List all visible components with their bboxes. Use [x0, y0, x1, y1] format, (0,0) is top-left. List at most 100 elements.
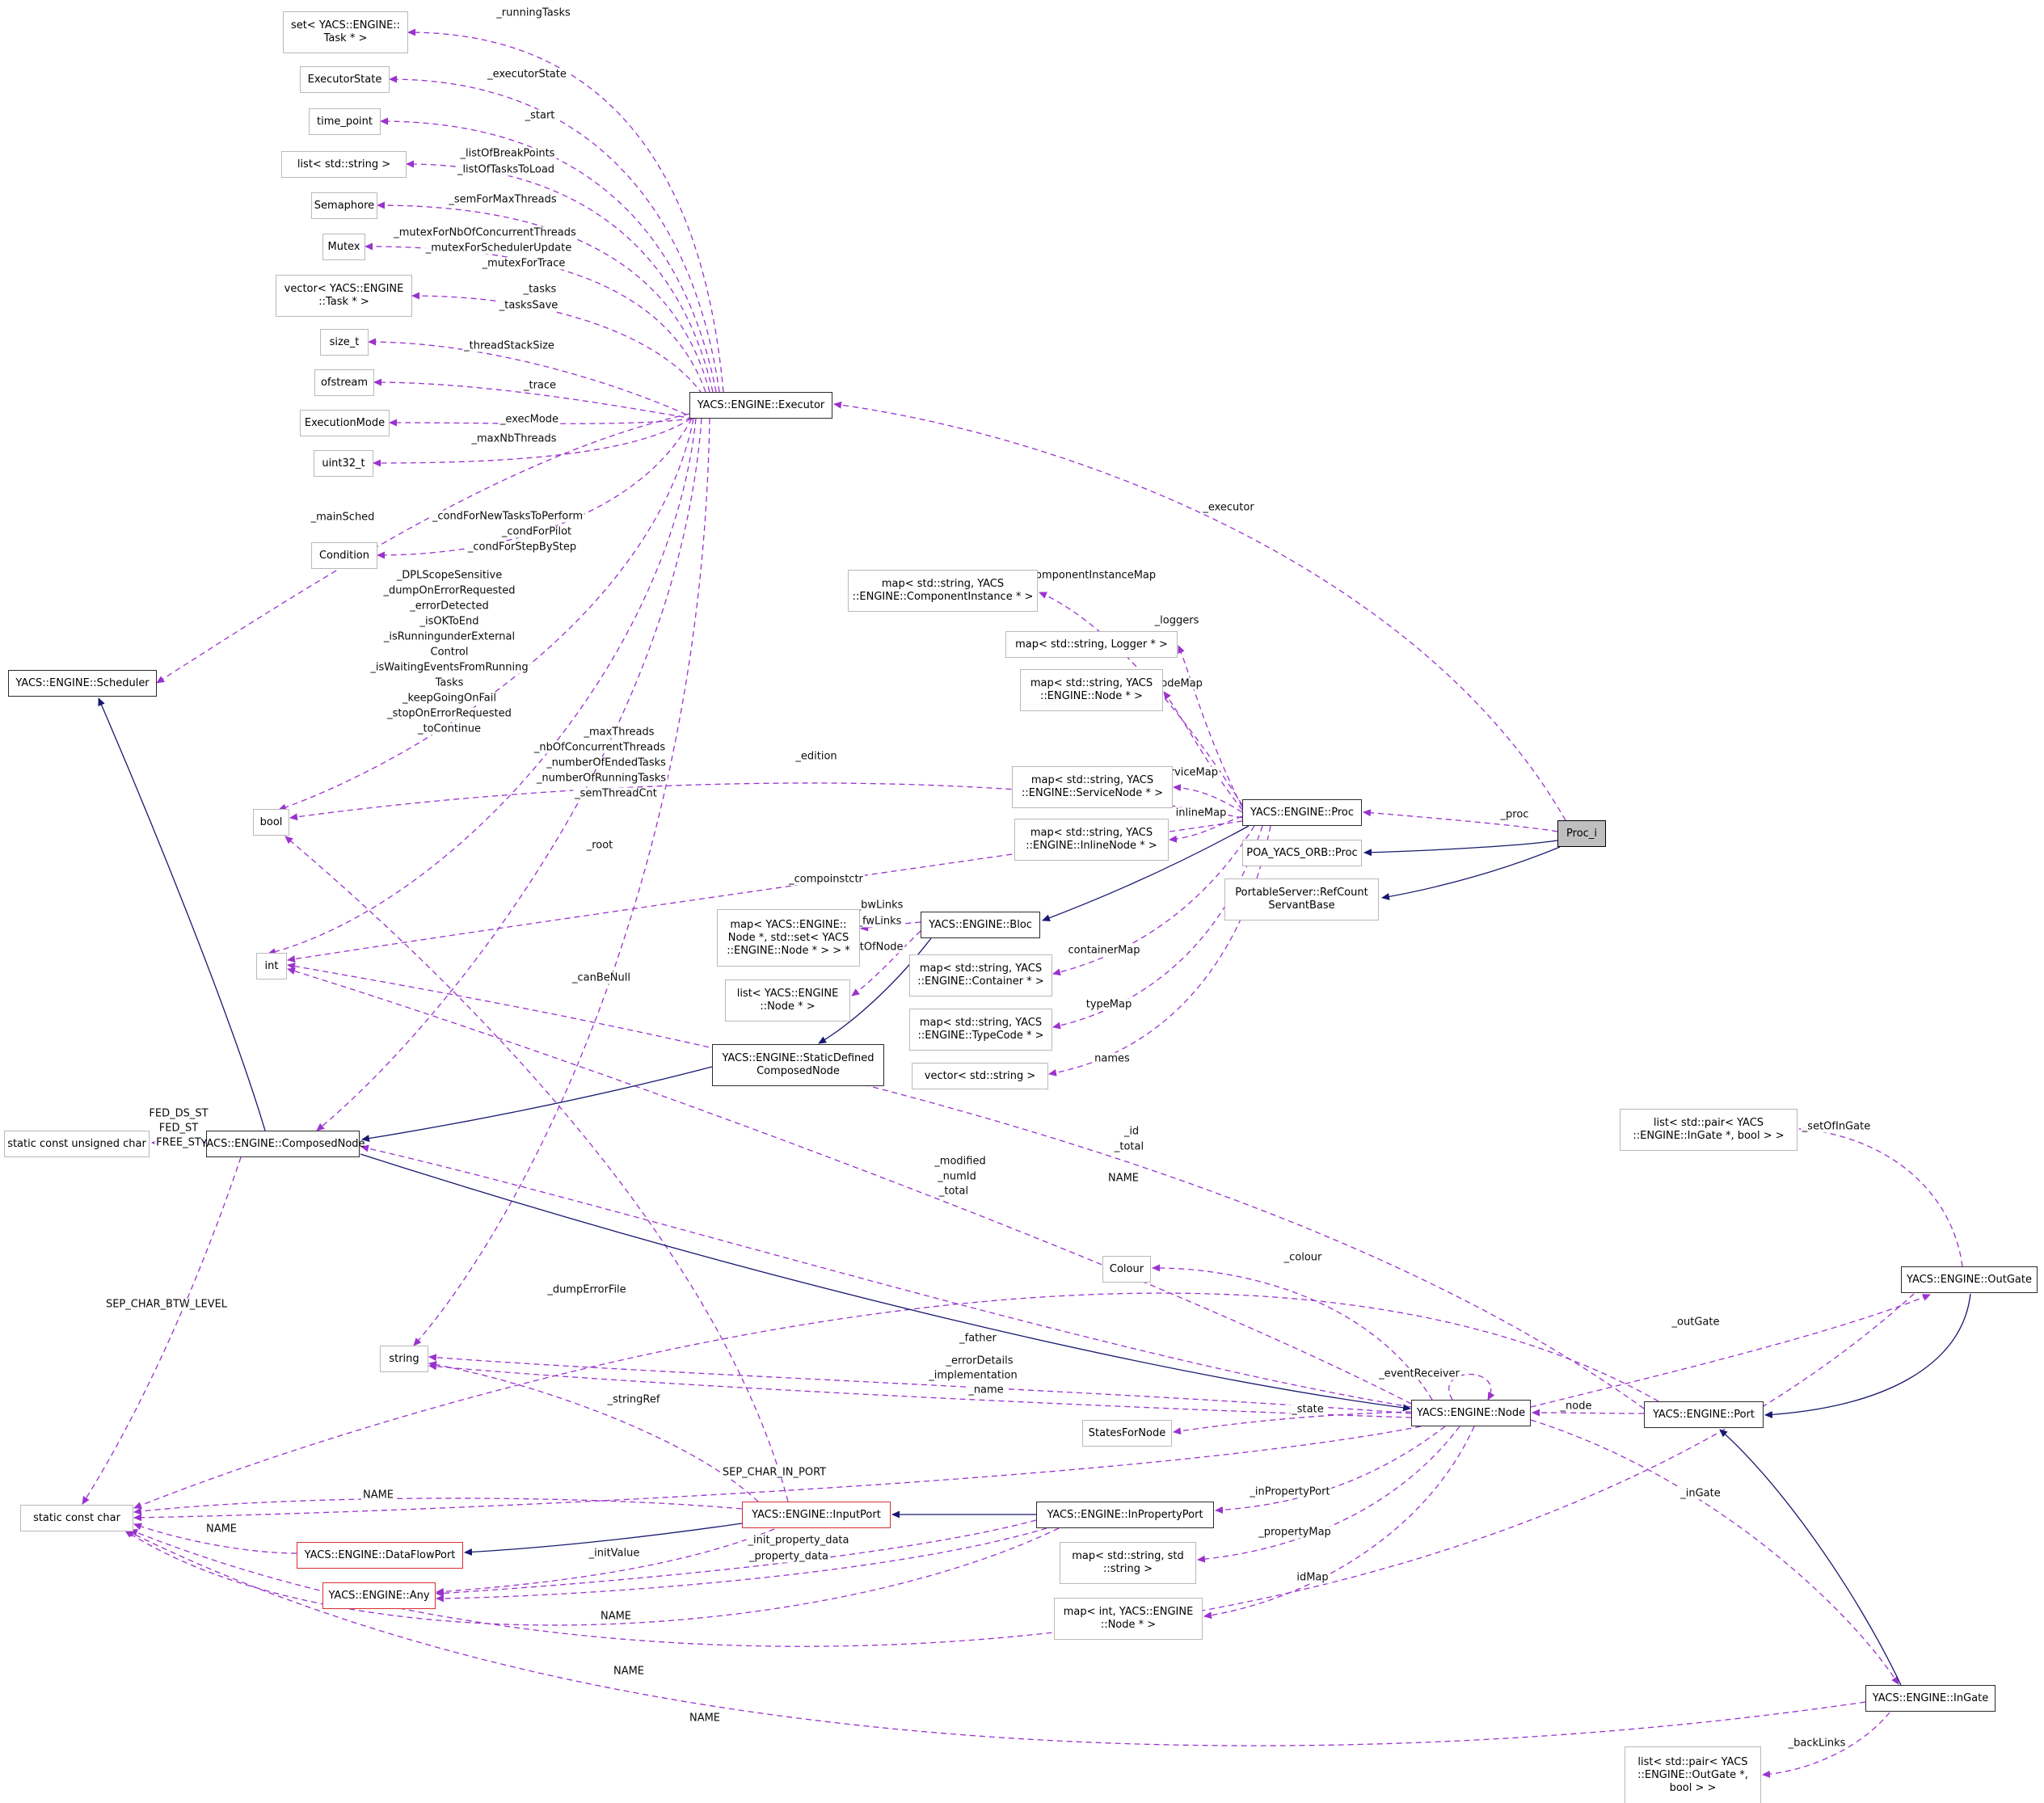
edge-d07-executor-to-vector_task	[411, 292, 703, 395]
class-box-static_def[interactable]: YACS::ENGINE::StaticDefined ComposedNode	[712, 1044, 884, 1086]
edge-label-d41-0: _inGate	[1679, 1487, 1722, 1500]
edge-label-d02-0: _executorState	[486, 68, 568, 81]
class-box-port[interactable]: YACS::ENGINE::Port	[1644, 1401, 1764, 1428]
edge-label-d13-4: _isRunningunderExternal	[381, 630, 517, 643]
edge-label-d29-0: _executor	[1201, 501, 1256, 514]
edge-s01-composed-to-scheduler	[98, 697, 266, 1131]
edge-label-d06-0: _mutexForNbOfConcurrentThreads	[392, 226, 578, 239]
class-box-scheduler[interactable]: YACS::ENGINE::Scheduler	[8, 670, 157, 697]
class-box-bool: bool	[253, 809, 289, 836]
edge-s09-inputport-to-dataflow	[464, 1523, 743, 1556]
edge-label-d45-0: _setOfInGate	[1800, 1120, 1873, 1133]
edge-d28-proc_i-to-proc	[1363, 809, 1558, 832]
edge-d18-proc-to-map_compinst	[1039, 592, 1243, 806]
edge-d54b-inprop-to-any	[436, 1527, 1047, 1603]
class-box-executor[interactable]: YACS::ENGINE::Executor	[689, 392, 832, 419]
class-box-node[interactable]: YACS::ENGINE::Node	[1411, 1400, 1531, 1426]
edge-label-d20-0: nodeMap	[1153, 677, 1204, 690]
edge-label-d13-1: _dumpOnErrorRequested	[381, 584, 517, 597]
edge-d41-node-to-ingate	[1530, 1419, 1899, 1685]
edge-d39-node-to-map_int_node	[1203, 1426, 1475, 1620]
class-box-map_container: map< std::string, YACS ::ENGINE::Contain…	[909, 954, 1052, 996]
edge-label-d24-0: typeMap	[1084, 998, 1134, 1011]
class-box-set_task: set< YACS::ENGINE:: Task * >	[283, 11, 408, 53]
edge-label-d37-0: _inPropertyPort	[1248, 1485, 1332, 1498]
edge-label-d36-0: _eventReceiver	[1377, 1367, 1461, 1380]
class-box-dataflow[interactable]: YACS::ENGINE::DataFlowPort	[297, 1542, 463, 1569]
class-box-exec_mode: ExecutionMode	[300, 410, 390, 436]
edge-label-d01-0: _runningTasks	[495, 6, 572, 19]
class-box-vector_task: vector< YACS::ENGINE ::Task * >	[276, 275, 412, 317]
edge-d32-node-to-composed	[360, 1144, 1412, 1408]
edge-label-d59-0: _modified	[933, 1155, 988, 1168]
edge-label-d53-0: NAME	[204, 1523, 239, 1535]
edge-label-d13-2: _errorDetected	[408, 600, 491, 613]
edge-s03-static_def-to-composed	[361, 1066, 713, 1143]
class-box-poa_proc: POA_YACS_ORB::Proc	[1242, 840, 1362, 866]
class-box-inputport[interactable]: YACS::ENGINE::InputPort	[742, 1502, 891, 1528]
edge-label-d07-1: _tasksSave	[497, 299, 560, 312]
class-box-ingate[interactable]: YACS::ENGINE::InGate	[1865, 1685, 1996, 1712]
edge-label-d15-4: _semThreadCnt	[573, 787, 659, 800]
edge-d55-inprop-to-scc	[124, 1527, 1060, 1626]
edge-label-d13-7: Tasks	[433, 676, 466, 689]
edge-label-d12-0: _condForNewTasksToPerform	[430, 510, 585, 523]
edge-label-d15-2: _numberOfEndedTasks	[545, 756, 668, 769]
edge-label-d30-1: _fwLinks	[855, 915, 904, 928]
edge-label-d12-2: _condForStepByStep	[466, 541, 579, 554]
edge-d38-node-to-map_ss	[1197, 1426, 1460, 1563]
edge-d58-composed-to-scc	[82, 1156, 242, 1505]
edge-d10-executor-to-exec_mode	[389, 418, 693, 427]
edge-label-d50-0: _stringRef	[605, 1393, 662, 1406]
edge-d24-proc-to-map_typecode	[1052, 825, 1263, 1030]
edge-label-d30-0: _bwLinks	[853, 899, 905, 912]
class-box-outgate[interactable]: YACS::ENGINE::OutGate	[1901, 1266, 2038, 1293]
edge-label-d33a-0: _errorDetails	[944, 1354, 1015, 1367]
edge-d17-executor-to-string	[413, 418, 710, 1346]
edge-label-d15-3: _numberOfRunningTasks	[534, 772, 668, 785]
edge-label-d43-1: _total	[1112, 1140, 1146, 1153]
class-box-bloc[interactable]: YACS::ENGINE::Bloc	[921, 912, 1040, 938]
edge-label-d15-1: _nbOfConcurrentThreads	[532, 741, 668, 754]
edge-label-d39-0: idMap	[1295, 1571, 1330, 1584]
class-box-states: StatesForNode	[1082, 1420, 1172, 1447]
edge-label-d28-0: _proc	[1498, 808, 1531, 821]
class-box-any[interactable]: YACS::ENGINE::Any	[322, 1582, 436, 1609]
edge-label-d04-1: _listOfTasksToLoad	[455, 163, 557, 176]
edge-d56-node-to-scc	[133, 1426, 1422, 1522]
edge-label-d26-0: _edition	[794, 750, 839, 763]
edge-label-d32-0: _father	[958, 1332, 998, 1345]
class-box-condition: Condition	[311, 542, 377, 569]
edge-d43-port-to-int	[287, 963, 1645, 1409]
class-box-size_t: size_t	[320, 329, 369, 356]
edge-label-d34-0: _colour	[1282, 1251, 1324, 1264]
class-box-proc[interactable]: YACS::ENGINE::Proc	[1242, 799, 1362, 826]
edge-label-d13-8: _keepGoingOnFail	[401, 692, 498, 705]
class-box-map_compinst: map< std::string, YACS ::ENGINE::Compone…	[848, 570, 1038, 612]
edge-label-d04-0: _listOfBreakPoints	[458, 147, 557, 160]
edge-s02-composed-to-node	[360, 1153, 1411, 1412]
class-box-vec_string: vector< std::string >	[912, 1063, 1048, 1089]
class-box-map_service: map< std::string, YACS ::ENGINE::Service…	[1012, 766, 1173, 808]
class-box-composed[interactable]: YACS::ENGINE::ComposedNode	[200, 1131, 365, 1157]
edge-d05-executor-to-semaphore	[377, 201, 710, 393]
class-box-inprop[interactable]: YACS::ENGINE::InPropertyPort	[1036, 1502, 1214, 1528]
edge-label-d13-6: _isWaitingEventsFromRunning	[369, 661, 530, 674]
class-box-map_typecode: map< std::string, YACS ::ENGINE::TypeCod…	[909, 1009, 1052, 1051]
edge-label-d03-0: _start	[523, 109, 557, 122]
class-box-scuc: static const unsigned char	[4, 1131, 150, 1157]
class-box-map_logger: map< std::string, Logger * >	[1005, 631, 1178, 658]
edge-d15-executor-to-int	[268, 418, 697, 956]
edge-label-d54a-1: _property_data	[748, 1550, 830, 1563]
class-box-colour: Colour	[1102, 1256, 1151, 1283]
edge-d03-executor-to-time_point	[380, 117, 717, 393]
edge-label-d35-0: _state	[1290, 1403, 1325, 1416]
edge-d33b-node-to-string	[428, 1363, 1412, 1418]
edge-label-d48-0: NAME	[687, 1712, 723, 1725]
edge-d20-proc-to-map_nodemap	[1163, 691, 1243, 811]
edge-label-d08-0: _threadStackSize	[462, 339, 556, 352]
edge-d34-node-to-colour	[1152, 1264, 1433, 1401]
class-box-semaphore: Semaphore	[311, 192, 377, 219]
edge-label-d16-0: _root	[584, 839, 615, 852]
